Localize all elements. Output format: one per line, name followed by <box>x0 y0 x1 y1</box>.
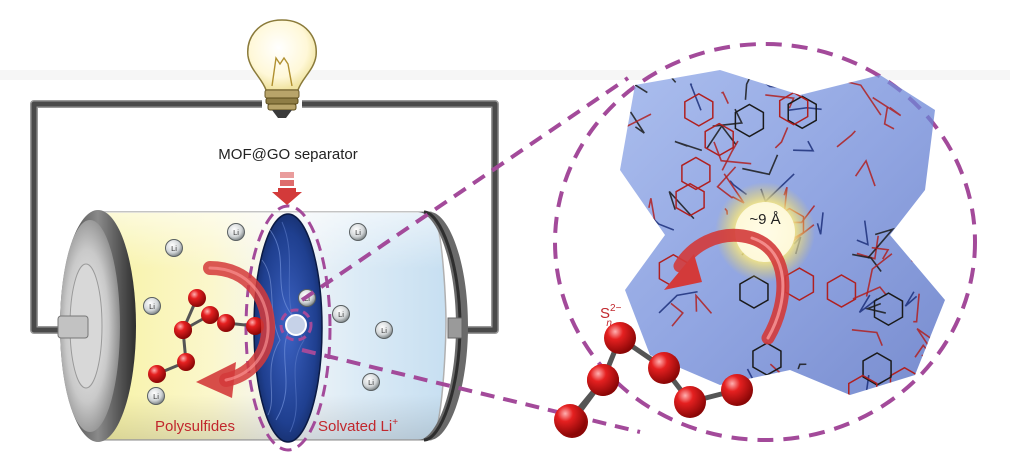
lattice-ring <box>684 92 714 127</box>
sulfur-atom <box>554 404 586 436</box>
lattice-strut <box>658 290 698 314</box>
lattice-ring <box>848 374 878 395</box>
down-arrow-icon <box>272 172 302 205</box>
lattice-strut <box>742 154 779 176</box>
lattice-strut <box>854 159 876 187</box>
svg-text:Li: Li <box>149 302 155 311</box>
lattice-strut <box>856 220 869 246</box>
lattice-strut <box>706 124 737 149</box>
lattice-ring <box>787 95 817 130</box>
lithium-ion-icon: Li <box>362 373 380 391</box>
polysulfide-chain-cell <box>148 289 264 383</box>
sulfur-atom <box>604 322 636 354</box>
svg-text:Li: Li <box>355 228 361 237</box>
svg-text:Li: Li <box>381 326 387 335</box>
lattice-strut <box>648 198 657 228</box>
svg-text:Li: Li <box>338 310 344 319</box>
right-electrode-cap <box>418 210 468 442</box>
sulfur-atom <box>174 321 192 339</box>
lattice-strut <box>716 166 737 199</box>
sulfur-atom <box>674 386 706 418</box>
lattice-ring <box>681 156 711 191</box>
lattice-strut <box>774 127 789 149</box>
lattice-strut <box>852 253 882 272</box>
solvated-li-label: Solvated Li+ <box>318 417 398 435</box>
blocked-arrow <box>196 261 276 398</box>
lattice-ring <box>704 122 734 157</box>
sulfur-atom <box>217 314 235 332</box>
lattice-ring <box>675 182 705 217</box>
lattice-strut <box>864 302 886 314</box>
lithium-ion-icon: Li <box>143 297 161 315</box>
svg-text:Li: Li <box>153 392 159 401</box>
lithium-ion-icon: Li <box>147 387 165 405</box>
lattice-strut <box>765 94 795 109</box>
lattice-strut <box>670 302 684 327</box>
li-ion-group: LiLiLiLiLiLiLiLiLi <box>143 223 393 405</box>
lattice-strut <box>872 96 902 117</box>
magnified-view: ~9 Å S2−n <box>553 42 977 442</box>
rejection-arrow <box>664 228 790 345</box>
lattice-strut <box>883 107 895 130</box>
lattice-ring <box>826 274 857 308</box>
sulfur-atom <box>246 317 264 335</box>
sulfur-atom <box>201 306 219 324</box>
lattice-strut <box>721 140 739 171</box>
lattice-strut <box>852 286 888 300</box>
lattice-strut <box>689 83 702 111</box>
lattice-strut <box>668 190 695 220</box>
polysulfide-chain-large <box>554 322 753 438</box>
left-electrode-cap <box>57 210 136 442</box>
lattice-strut <box>629 111 645 134</box>
lattice-ring <box>734 103 765 138</box>
sulfur-atom <box>587 364 619 396</box>
lattice-ring <box>862 352 892 386</box>
light-bulb-icon <box>247 19 317 118</box>
svg-text:Li: Li <box>171 244 177 253</box>
lattice-strut <box>836 130 856 148</box>
sulfur-atom <box>177 353 195 371</box>
pore-size-label: ~9 Å <box>749 211 780 228</box>
bg-band <box>0 70 1010 80</box>
lattice-strut <box>674 140 703 152</box>
svg-text:Li: Li <box>233 228 239 237</box>
lithium-ion-icon: Li <box>349 223 367 241</box>
lithium-ion-icon: Li <box>375 321 393 339</box>
lattice-strut <box>695 293 713 314</box>
lattice-strut <box>844 80 882 116</box>
separator-label: MOF@GO separator <box>218 146 357 163</box>
lithium-ion-icon: Li <box>332 305 350 323</box>
circuit-wire <box>30 100 499 334</box>
lattice-strut <box>871 246 890 260</box>
sulfur-atom <box>148 365 166 383</box>
lattice-strut <box>856 235 879 260</box>
lattice-strut <box>713 141 752 165</box>
lattice-strut <box>721 91 730 104</box>
lattice-strut <box>904 291 918 307</box>
battery-cell: LiLiLiLiLiLiLiLiLi Polysulfides Solvated… <box>57 204 468 452</box>
polysulfides-label: Polysulfides <box>155 418 235 435</box>
lattice-strut <box>797 363 807 370</box>
lattice-strut <box>858 294 878 314</box>
lattice-strut <box>816 212 824 235</box>
sn-label: S2−n <box>600 303 622 329</box>
lattice-ring <box>873 292 904 326</box>
sulfur-atom <box>721 374 753 406</box>
mof-framework: ~9 Å <box>620 70 945 395</box>
sulfur-atom <box>188 289 206 307</box>
lattice-strut <box>913 293 920 323</box>
lattice-strut <box>865 253 893 297</box>
pore-marker <box>279 308 313 342</box>
lattice-strut <box>851 329 883 346</box>
lithium-ion-icon: Li <box>227 223 245 241</box>
sulfur-atom <box>648 352 680 384</box>
lattice-strut <box>793 140 815 152</box>
svg-text:Li: Li <box>368 378 374 387</box>
lithium-ion-icon: Li <box>165 239 183 257</box>
